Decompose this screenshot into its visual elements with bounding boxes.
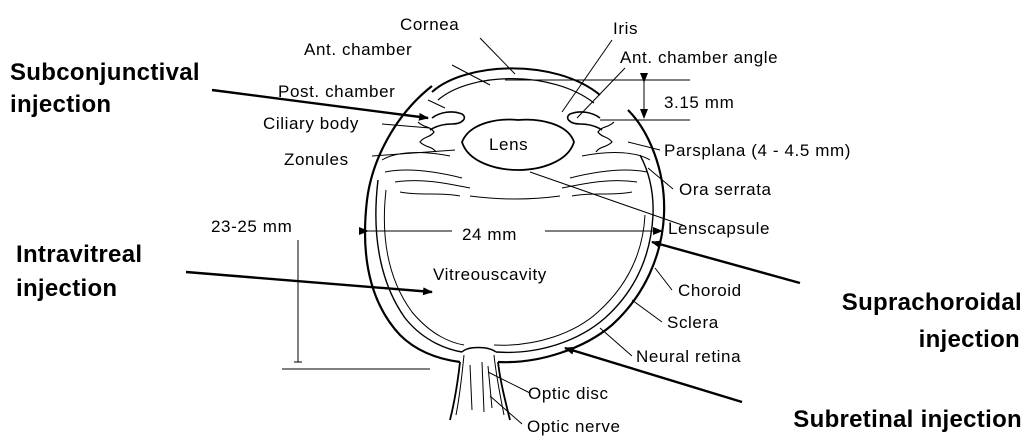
label-optic-disc: Optic disc: [528, 384, 609, 403]
sclera-outer: [364, 85, 666, 364]
label-neural-retina: Neural retina: [636, 347, 741, 366]
label-sclera: Sclera: [667, 313, 719, 332]
label-intravitreal-line1: Intravitreal: [16, 241, 142, 268]
retina-wall: [383, 189, 646, 346]
label-intravitreal-line2: injection: [16, 275, 117, 302]
optic-disc-drawing: [461, 346, 497, 353]
iris-left: [429, 111, 466, 131]
label-measure-315: 3.15 mm: [664, 93, 734, 112]
iris-right: [566, 111, 603, 131]
label-iris: Iris: [613, 19, 638, 38]
label-ant-chamber: Ant. chamber: [304, 40, 412, 59]
zonule-folds: [381, 152, 651, 200]
label-post-chamber: Post. chamber: [278, 82, 395, 101]
label-suprachoroidal-line2: injection: [919, 326, 1020, 353]
label-vitreous-cavity: Vitreouscavity: [433, 265, 547, 284]
intravitreal-arrow: [185, 270, 433, 296]
label-subconjunctival-line1: Subconjunctival: [10, 59, 200, 86]
cornea-inner: [437, 78, 595, 104]
choroid-wall: [375, 154, 654, 354]
lens-shape: [461, 118, 575, 171]
eyeball-drawing: [364, 67, 666, 421]
measurement-lines: [282, 73, 690, 370]
optic-nerve-drawing: [449, 361, 511, 421]
label-subretinal: Subretinal injection: [793, 406, 1022, 433]
label-ora-serrata: Ora serrata: [679, 180, 772, 199]
label-measure-24: 24 mm: [462, 225, 517, 244]
label-ant-chamber-angle: Ant. chamber angle: [620, 48, 778, 67]
label-optic-nerve: Optic nerve: [527, 417, 621, 436]
anatomy-labels: Cornea Ant. chamber Post. chamber Ciliar…: [211, 15, 851, 436]
label-suprachoroidal-line1: Suprachoroidal: [842, 289, 1022, 316]
label-lens: Lens: [489, 135, 528, 154]
subconjunctival-arrow: [211, 88, 429, 121]
optic-nerve-sheath: [455, 354, 505, 416]
label-subconjunctival-line2: injection: [10, 91, 111, 118]
label-choroid: Choroid: [678, 281, 742, 300]
label-cornea: Cornea: [400, 15, 459, 34]
ciliary-body-left: [417, 121, 437, 153]
subretinal-arrow: [564, 346, 743, 404]
injection-arrows: [185, 88, 801, 404]
injection-labels: Subconjunctival injection Intravitreal i…: [10, 59, 1022, 433]
label-pars-plana: Parsplana (4 - 4.5 mm): [664, 141, 851, 160]
label-zonules: Zonules: [284, 150, 349, 169]
suprachoroidal-arrow: [651, 240, 801, 285]
label-lens-capsule: Lenscapsule: [668, 219, 770, 238]
leader-lines: [371, 37, 686, 425]
label-measure-2325: 23-25 mm: [211, 217, 292, 236]
ciliary-body-right: [595, 121, 615, 153]
label-ciliary-body: Ciliary body: [263, 114, 359, 133]
